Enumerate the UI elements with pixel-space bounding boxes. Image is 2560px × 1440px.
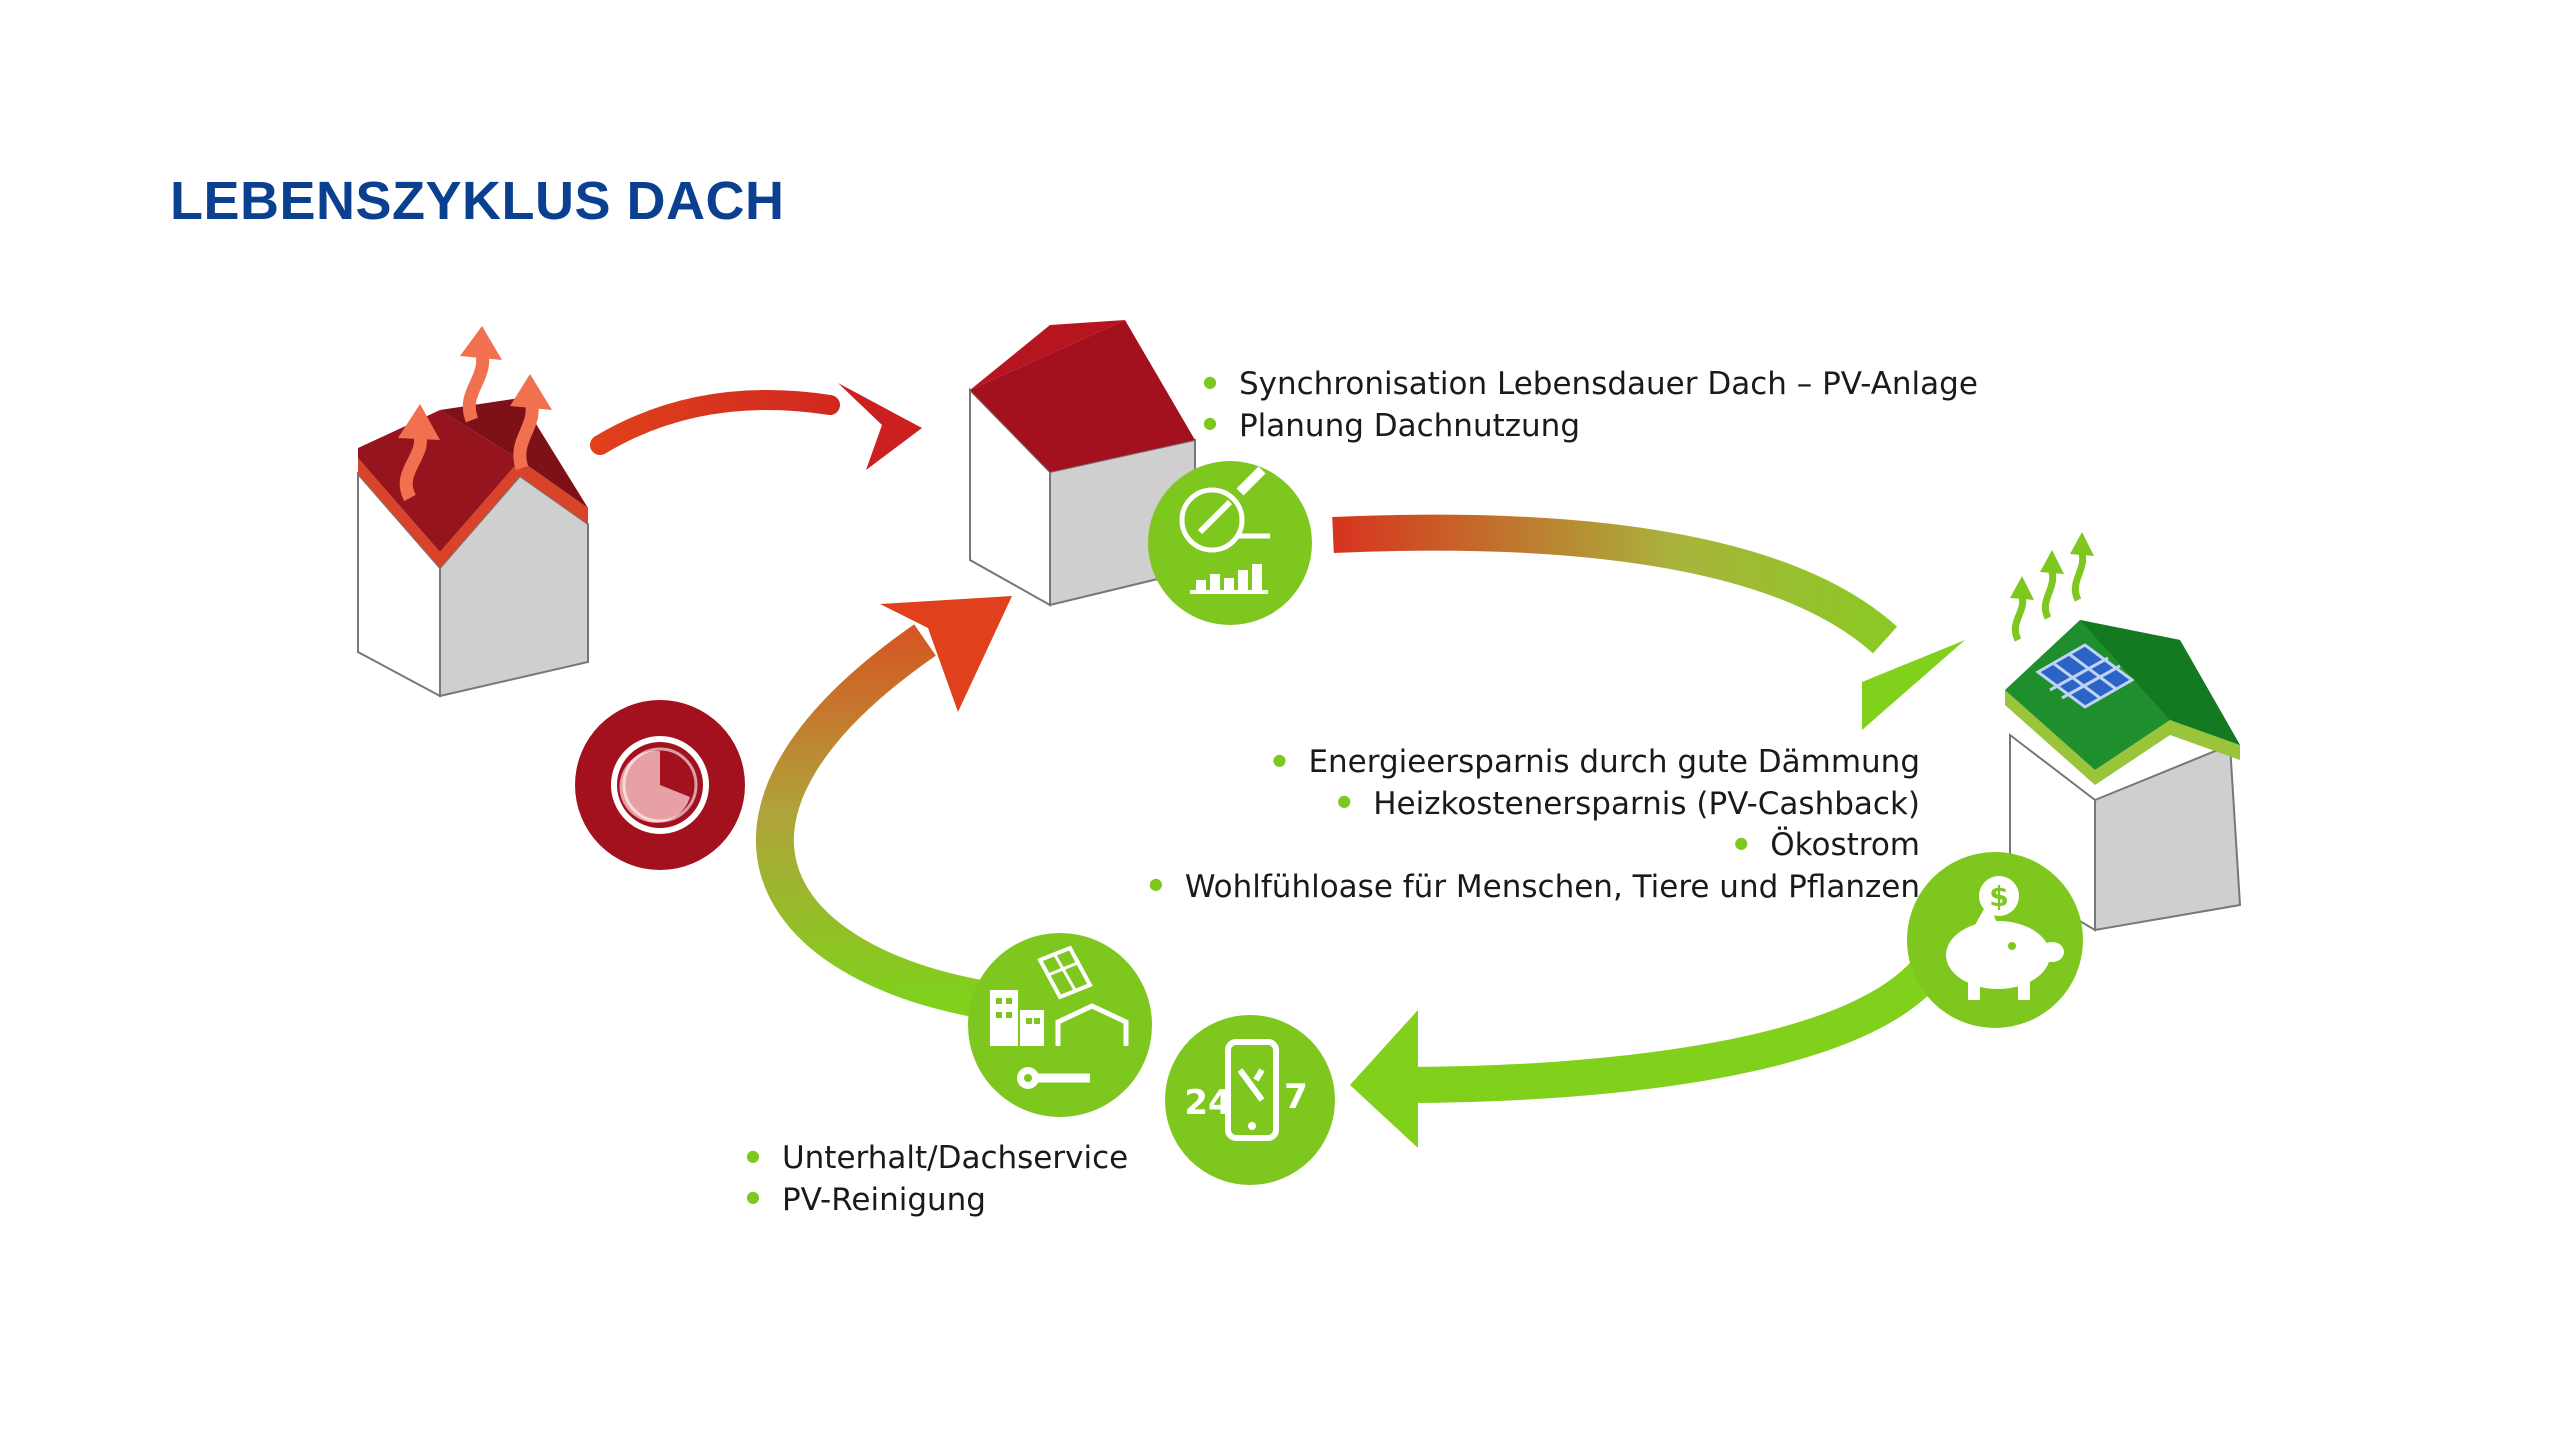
list-item: Ökostrom: [1149, 825, 1920, 867]
list-item: Wohlfühloase für Menschen, Tiere und Pfl…: [1149, 867, 1920, 909]
buildings-maintenance-icon: [968, 933, 1152, 1117]
house-red-roof-icon: [969, 320, 1196, 607]
house-green-roof-solar-icon: [2005, 532, 2242, 932]
house-heat-loss-icon: [357, 326, 589, 698]
arrow-renovation: [590, 383, 922, 470]
list-item: PV-Reinigung: [746, 1180, 1128, 1222]
list-item: Planung Dachnutzung: [1203, 406, 1978, 448]
service-bullets: Unterhalt/Dachservice PV-Reinigung: [746, 1138, 1128, 1221]
smartphone-24-7-icon: 24 7: [1165, 1015, 1335, 1185]
service-24-label: 24: [1184, 1083, 1231, 1123]
list-item: Heizkostenersparnis (PV-Cashback): [1149, 784, 1920, 826]
list-item: Energieersparnis durch gute Dämmung: [1149, 742, 1920, 784]
list-item: Unterhalt/Dachservice: [746, 1138, 1128, 1180]
page-title: LEBENSZYKLUS DACH: [170, 171, 785, 231]
arrow-planning-to-benefits: [1332, 514, 1965, 730]
list-item: Synchronisation Lebensdauer Dach – PV-An…: [1203, 364, 1978, 406]
planning-bullets: Synchronisation Lebensdauer Dach – PV-An…: [1203, 364, 1978, 447]
arrow-service-to-planning: [756, 596, 1012, 1019]
clock-icon: [575, 700, 745, 870]
benefits-bullets: Energieersparnis durch gute Dämmung Heiz…: [1149, 742, 1920, 908]
service-7-label: 7: [1284, 1077, 1308, 1117]
piggy-bank-icon: $: [1907, 852, 2083, 1028]
planning-chart-icon: [1148, 461, 1312, 625]
arrow-benefits-to-service: [1350, 949, 1951, 1148]
svg-text:$: $: [1989, 880, 2008, 913]
solar-panel-icon: [2035, 643, 2135, 709]
